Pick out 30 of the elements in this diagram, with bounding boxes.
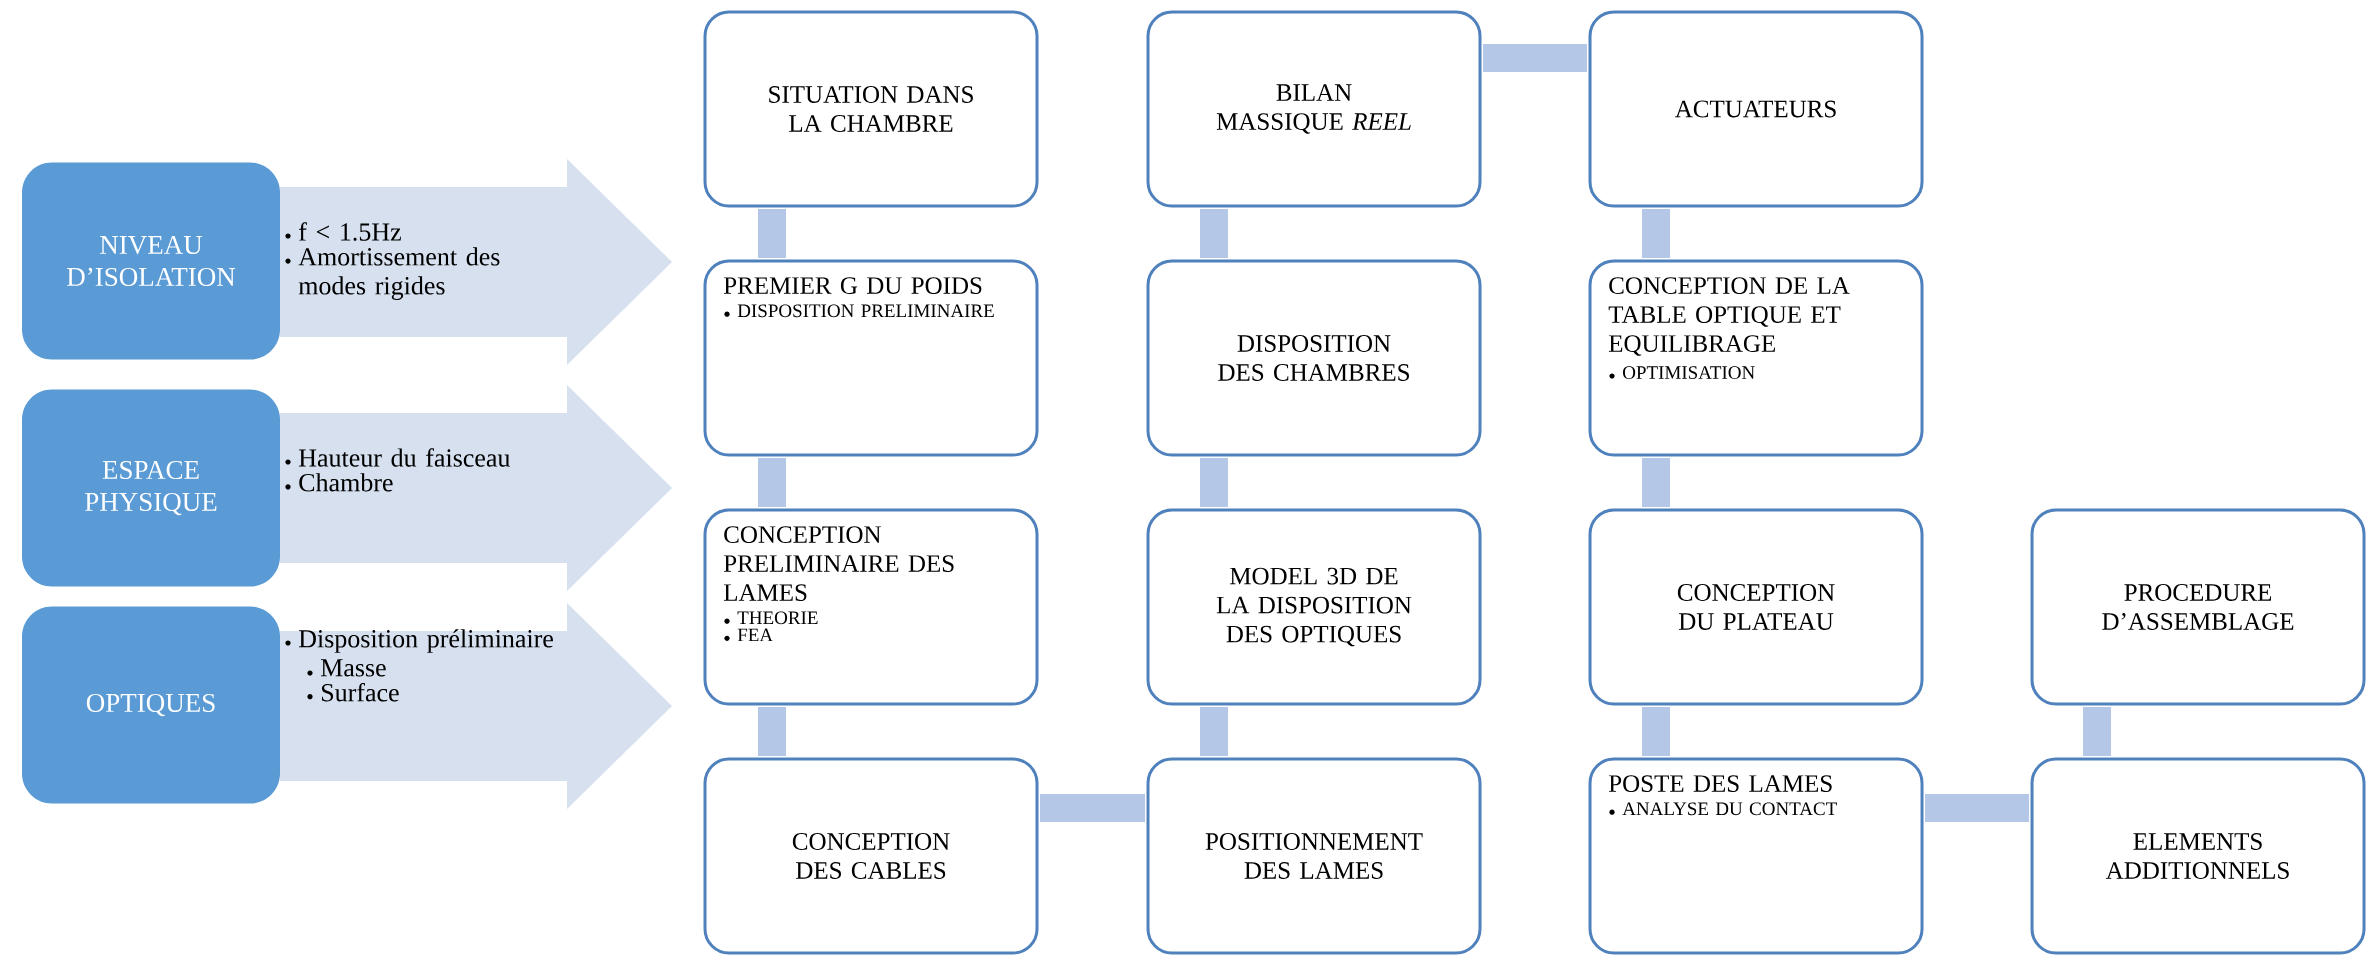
- connector-bar: [1040, 794, 1145, 822]
- process-box: PROCEDURE D’ASSEMBLAGE: [2030, 508, 2366, 706]
- process-box: ACTUATEURS: [1588, 10, 1924, 208]
- connector-bar: [758, 458, 786, 507]
- connector-bar: [1642, 458, 1670, 507]
- process-box: PREMIER G DU POIDS DISPOSITION PRELIMINAIRE: [703, 259, 1039, 457]
- connector-bar: [1200, 458, 1228, 507]
- process-box: SITUATION DANS LA CHAMBRE: [703, 10, 1039, 208]
- category-box: ESPACE PHYSIQUE: [22, 389, 280, 587]
- process-box: ELEMENTS ADDITIONNELS: [2030, 757, 2366, 955]
- process-box: CONCEPTION DES CABLES: [703, 757, 1039, 955]
- process-box: MODEL 3D DE LA DISPOSITION DES OPTIQUES: [1146, 508, 1482, 706]
- connector-bar: [1483, 44, 1587, 72]
- process-box: CONCEPTION PRELIMINAIRE DES LAMES THEORIE FEA: [703, 508, 1039, 706]
- connector-bar: [1200, 209, 1228, 258]
- connector-bar: [1200, 707, 1228, 756]
- process-box: POSTE DES LAMES ANALYSE DU CONTACT: [1588, 757, 1924, 955]
- connector-bar: [758, 209, 786, 258]
- connector-bar: [1925, 794, 2030, 822]
- connector-bar: [1642, 707, 1670, 756]
- category-box: NIVEAU D’ISOLATION: [22, 162, 280, 360]
- process-box: DISPOSITION DES CHAMBRES: [1146, 259, 1482, 457]
- process-box: CONCEPTION DE LA TABLE OPTIQUE ET EQUILIBRAGE OPTIMISATION: [1588, 259, 1924, 457]
- process-box: CONCEPTION DU PLATEAU: [1588, 508, 1924, 706]
- process-box: BILAN MASSIQUE REEL: [1146, 10, 1482, 208]
- category-box: OPTIQUES: [22, 606, 280, 804]
- connector-bar: [1642, 209, 1670, 258]
- connector-bar: [2083, 707, 2112, 756]
- connector-bar: [758, 707, 786, 756]
- process-box: POSITIONNEMENT DES LAMES: [1146, 757, 1482, 955]
